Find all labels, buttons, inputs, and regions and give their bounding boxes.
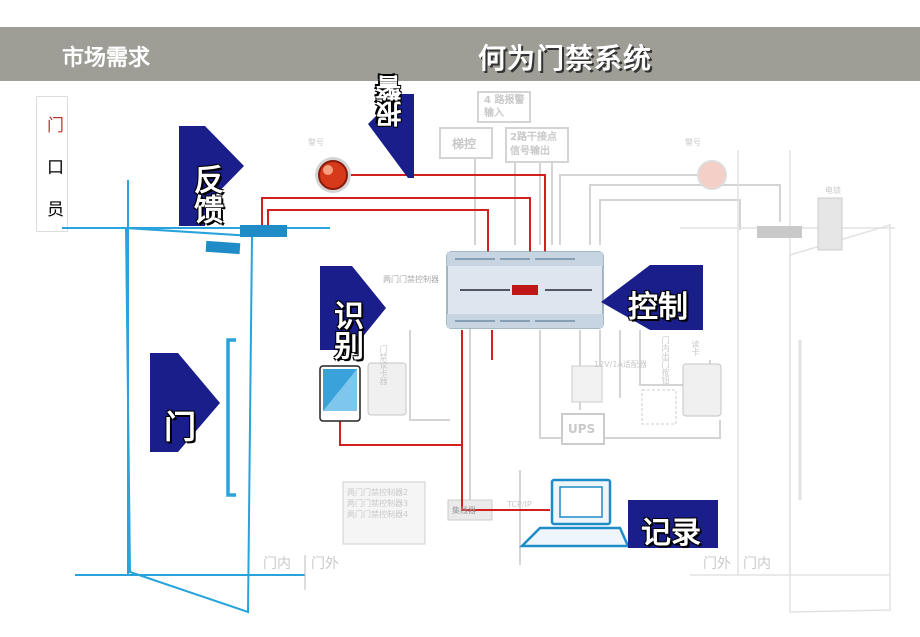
cabinet-item-2: 两门门禁控制器3 bbox=[347, 499, 409, 508]
exit-button-label: 门内出门按钮 bbox=[661, 336, 670, 384]
cabinet-item-1: 两门门禁控制器2 bbox=[347, 488, 409, 497]
card-reader bbox=[319, 365, 361, 422]
adapter-label: 12V/1A适配器 bbox=[594, 360, 647, 369]
side-item-2: 口 bbox=[47, 158, 64, 178]
section-title: 市场需求 bbox=[62, 46, 151, 71]
left-reader-faint bbox=[367, 362, 407, 416]
right-lock-box bbox=[817, 197, 843, 251]
recognize-callout bbox=[320, 266, 386, 350]
controller-cabinet bbox=[342, 481, 426, 545]
control-callout bbox=[601, 265, 703, 330]
inside-right-label: 门内 bbox=[743, 556, 771, 572]
alarm-light bbox=[318, 160, 348, 190]
ups-box bbox=[561, 413, 605, 445]
controller-caption: 两门门禁控制器 bbox=[383, 274, 439, 284]
feedback-callout bbox=[179, 126, 244, 226]
label-control: 控制 bbox=[628, 290, 688, 325]
label-alarm: 报警 bbox=[376, 75, 406, 127]
magnetic-lock bbox=[240, 225, 287, 237]
right-door-frame bbox=[680, 150, 895, 613]
header-bar: 市场需求 何为门禁系统 bbox=[0, 27, 920, 81]
exit-button bbox=[641, 389, 677, 425]
label-record: 记录 bbox=[641, 516, 701, 551]
label-callouts bbox=[150, 94, 718, 548]
ups-label: UPS bbox=[568, 422, 596, 436]
label-feedback: 反馈 bbox=[188, 164, 223, 224]
label-recognize: 识别 bbox=[328, 300, 363, 360]
label-door: 门 bbox=[164, 408, 197, 446]
dry-contact-label: 2路干接点信号输出 bbox=[510, 132, 557, 157]
alarm-input-label: 4 路报警输入 bbox=[484, 95, 525, 119]
outside-left-label: 门外 bbox=[311, 556, 339, 572]
inside-left-label: 门内 bbox=[263, 556, 291, 572]
faint-wiring bbox=[409, 91, 781, 565]
lock-right-label: 电锁 bbox=[825, 186, 841, 195]
right-reader bbox=[682, 363, 722, 417]
door-callout bbox=[150, 353, 220, 452]
outside-right-label: 门外 bbox=[703, 556, 731, 572]
switch-label: 集线器 bbox=[452, 506, 476, 515]
side-item-3: 员 bbox=[47, 200, 64, 220]
page-title: 何为门禁系统 bbox=[478, 42, 653, 75]
access-controller bbox=[446, 251, 604, 329]
side-item-1: 门 bbox=[47, 116, 64, 136]
alarm-left-label: 警号 bbox=[308, 138, 324, 147]
computer-terminal bbox=[518, 478, 630, 548]
side-panel: 门 口 员 bbox=[36, 96, 68, 232]
red-wiring bbox=[261, 174, 550, 511]
alarm-callout bbox=[368, 94, 414, 178]
cabinet-item-3: 两门门禁控制器4 bbox=[347, 510, 409, 519]
right-alarm-light bbox=[697, 160, 727, 190]
right-lock bbox=[757, 226, 802, 238]
elevator-label: 梯控 bbox=[452, 137, 477, 151]
power-adapter bbox=[571, 365, 603, 403]
alarm-right-label: 警号 bbox=[685, 138, 701, 147]
alarm-light-shine bbox=[323, 165, 333, 175]
reader-right-label: 读卡 bbox=[691, 340, 700, 356]
record-callout bbox=[628, 500, 718, 548]
reader-label: 门禁读卡器 bbox=[379, 345, 388, 385]
lock-plate bbox=[205, 240, 241, 255]
tcpip-label: TCP/IP bbox=[507, 500, 532, 509]
left-door bbox=[62, 180, 330, 614]
